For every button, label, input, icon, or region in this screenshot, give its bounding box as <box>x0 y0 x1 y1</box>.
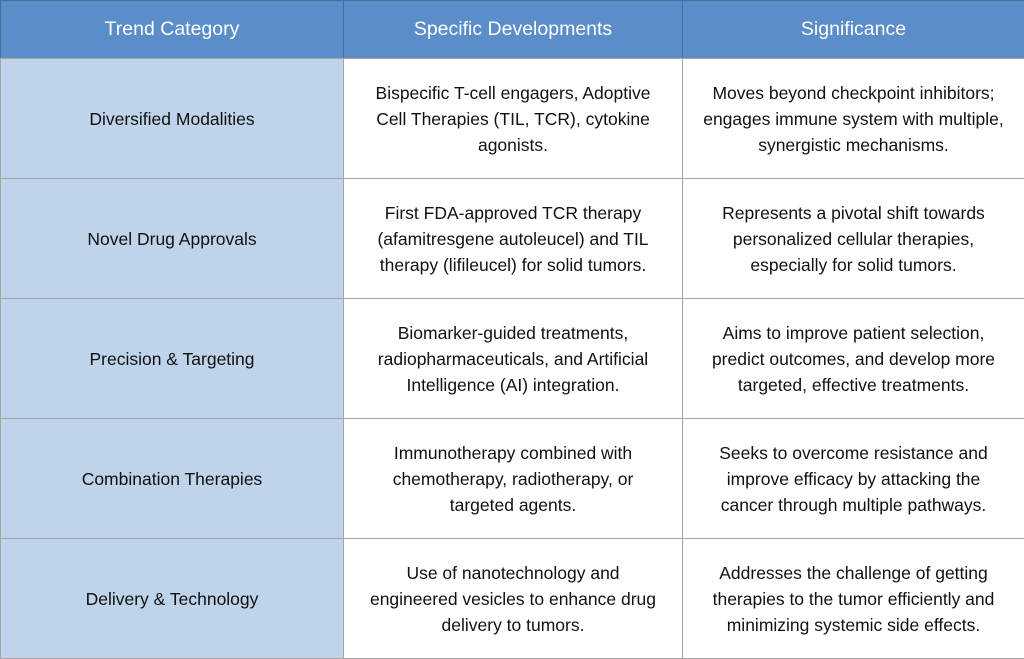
column-header-trend-category: Trend Category <box>1 1 344 59</box>
cell-significance: Seeks to overcome resistance and improve… <box>683 419 1024 539</box>
cell-significance: Moves beyond checkpoint inhibitors; enga… <box>683 59 1024 179</box>
cell-category: Precision & Targeting <box>1 299 344 419</box>
cell-significance: Aims to improve patient selection, predi… <box>683 299 1024 419</box>
table-row: Diversified Modalities Bispecific T-cell… <box>1 59 1024 179</box>
cell-category: Delivery & Technology <box>1 539 344 659</box>
cell-developments: Bispecific T-cell engagers, Adoptive Cel… <box>344 59 683 179</box>
cell-category: Diversified Modalities <box>1 59 344 179</box>
table-row: Precision & Targeting Biomarker-guided t… <box>1 299 1024 419</box>
cell-significance: Represents a pivotal shift towards perso… <box>683 179 1024 299</box>
cell-category: Combination Therapies <box>1 419 344 539</box>
header-row: Trend Category Specific Developments Sig… <box>1 1 1024 59</box>
cell-category: Novel Drug Approvals <box>1 179 344 299</box>
table-row: Delivery & Technology Use of nanotechnol… <box>1 539 1024 659</box>
cell-significance: Addresses the challenge of getting thera… <box>683 539 1024 659</box>
table-row: Combination Therapies Immunotherapy comb… <box>1 419 1024 539</box>
cell-developments: Use of nanotechnology and engineered ves… <box>344 539 683 659</box>
cell-developments: First FDA-approved TCR therapy (afamitre… <box>344 179 683 299</box>
column-header-significance: Significance <box>683 1 1024 59</box>
cell-developments: Biomarker-guided treatments, radiopharma… <box>344 299 683 419</box>
cell-developments: Immunotherapy combined with chemotherapy… <box>344 419 683 539</box>
table-row: Novel Drug Approvals First FDA-approved … <box>1 179 1024 299</box>
column-header-specific-developments: Specific Developments <box>344 1 683 59</box>
